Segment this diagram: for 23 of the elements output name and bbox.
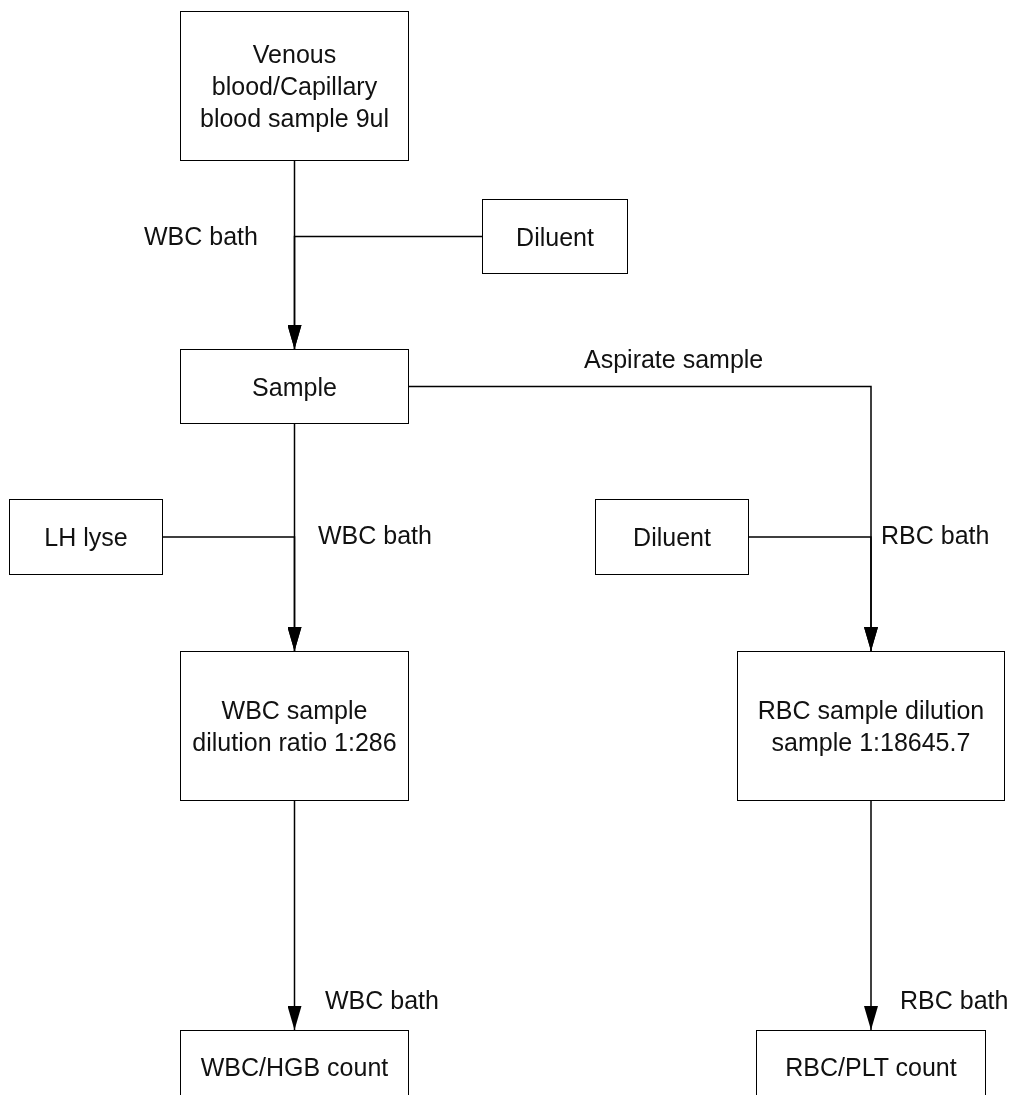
process-box (180, 349, 409, 424)
box-label: Diluent (633, 522, 711, 553)
process-box (180, 651, 409, 801)
arrow (162, 536, 302, 652)
process-box (180, 11, 409, 161)
box-label: LH lyse (44, 522, 128, 553)
process-box (737, 651, 1005, 801)
arrow (748, 536, 878, 652)
box-label: Diluent (516, 221, 594, 253)
arrow (864, 800, 878, 1031)
arrow (287, 800, 302, 1031)
box-label: Sample (252, 371, 337, 403)
box-label: WBC/HGB count (200, 1052, 389, 1083)
process-box (595, 499, 749, 575)
process-box (756, 1030, 986, 1095)
box-label: RBC/PLT count (785, 1052, 957, 1083)
box-label: Venous blood/Capillary blood sample 9ul (199, 39, 390, 134)
process-box (9, 499, 163, 575)
process-box (482, 199, 628, 274)
box-label: RBC sample dilution sample 1:18645.7 (756, 695, 986, 758)
box-label: WBC sample dilution ratio 1:286 (191, 695, 398, 758)
arrow (287, 235, 483, 350)
process-box (180, 1030, 409, 1095)
